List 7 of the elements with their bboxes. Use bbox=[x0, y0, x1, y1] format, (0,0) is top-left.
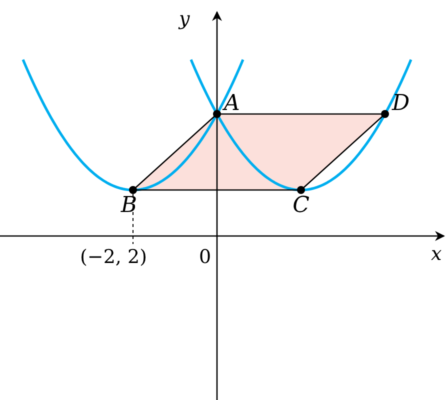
axis-label: x bbox=[431, 243, 442, 265]
axis-label: y bbox=[179, 8, 190, 30]
point-label: A bbox=[224, 92, 240, 116]
tick-label: 0 bbox=[199, 246, 212, 268]
point-label: C bbox=[292, 194, 310, 218]
tick-label: (−2, 2) bbox=[80, 246, 148, 268]
point-label: D bbox=[392, 92, 410, 116]
